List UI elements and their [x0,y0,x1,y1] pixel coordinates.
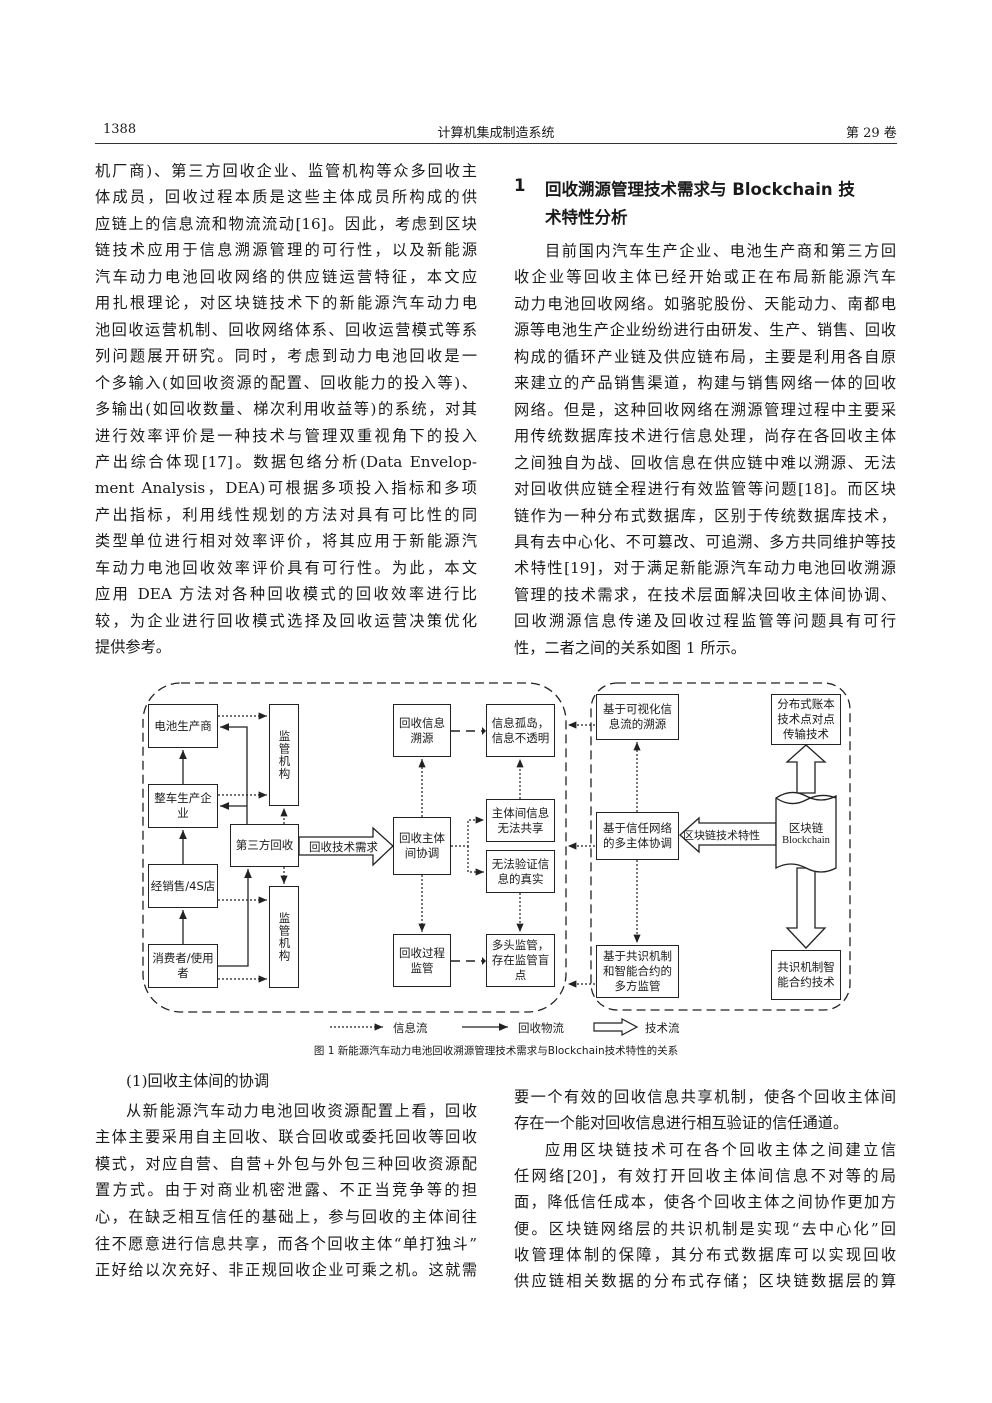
text-line: 产出指标，利用线性规划的方法对具有可比性的同 [95,505,477,524]
text-line: 来建立的产品销售渠道，构建与销售网络一体的回收 [514,374,896,393]
header-rule [95,143,897,144]
legend-tech-flow: 技术流 [645,1021,680,1035]
info-island-box: 信息孤岛，信息不透明 [486,704,555,757]
text-line: 机厂商)、第三方回收企业、监管机构等众多回收主 [95,162,477,180]
regulator-bottom-box: 监管机构 [269,886,299,988]
text-line: 较，为企业进行回收模式选择及回收运营决策优化 [95,611,477,630]
text-line: 源等电池生产企业纷纷进行由研发、生产、销售、回收 [514,321,896,340]
section-number: 1 [514,176,526,195]
text-line: 应用 DEA 方法对各种回收模式的回收效率进行比 [95,585,477,604]
tech-flow-arrows [298,744,837,949]
text-line: 要一个有效的回收信息共享机制，使各个回收主体间 [514,1088,896,1106]
page-number: 1388 [103,122,137,137]
vehicle-maker-box: 整车生产企业 [148,784,218,828]
text-line: 便。区块链网络层的共识机制是实现“去中心化”回 [514,1219,896,1238]
demand-arrow-label: 回收技术需求 [309,840,378,854]
regulator-top-box: 监管机构 [269,704,299,806]
text-line: 链作为一种分布式数据库，区别于传统数据库技术， [514,506,896,525]
text-line: 术特性[19]，对于满足新能源汽车动力电池回收溯源 [514,559,896,578]
multi-supervision-box: 多头监管，存在监管盲点 [486,934,555,987]
text-line: 收企业等回收主体已经开始或正在布局新能源汽车 [514,268,896,287]
text-line: 用传统数据库技术进行信息处理，尚存在各回收主体 [514,427,896,446]
text-line: 置方式。由于对商业机密泄露、不正当竞争等的担 [95,1181,477,1200]
problem-links [451,730,482,962]
blockchain-label-en: Blockchain [782,835,830,846]
text-line: 具有去中心化、不可篡改、可追溯、多方共同维护等技 [514,532,896,551]
no-share-box: 主体间信息无法共享 [486,799,555,842]
text-line: 体成员，回收过程本质是这些主体成员所构成的供 [95,188,477,207]
legend-info-flow: 信息流 [393,1021,428,1035]
battery-maker-box: 电池生产商 [148,704,218,748]
trace-box: 回收信息溯源 [393,704,451,757]
section-title-cont: 术特性分析 [545,208,628,227]
text-line: 应用区块链技术可在各个回收主体之间建立信 [545,1140,896,1159]
text-line: 应链上的信息流和物流流动[16]。因此，考虑到区块 [95,214,477,233]
text-line: 动力电池回收网络。如骆驼股份、天能动力、南都电 [514,294,896,313]
text-line: (1)回收主体间的协调 [126,1072,270,1090]
section-title: 回收溯源管理技术需求与 Blockchain 技 [545,180,855,199]
text-line: 供应链相关数据的分布式存储；区块链数据层的算 [514,1272,896,1291]
coordination-box: 回收主体间协调 [393,817,451,875]
text-line: 列问题展开研究。同时，考虑到动力电池回收是一 [95,347,477,366]
third-party-box: 第三方回收 [230,824,299,867]
text-line: 性，二者之间的关系如图 1 所示。 [514,638,746,657]
journal-title: 计算机集成制造系统 [437,126,555,141]
text-line: ment Analysis，DEA)可根据多项投入指标和多项 [95,479,477,498]
text-line: 池回收运营机制、回收网络体系、回收运营模式等系 [95,320,477,339]
text-line: 进行效率评价是一种技术与管理双重视角下的投入 [95,426,477,445]
volume-label: 第 29 卷 [846,126,897,141]
dealer-box: 经销售/4S店 [148,864,218,908]
legend-logistics: 回收物流 [518,1021,564,1035]
no-verify-box: 无法验证信息的真实 [486,850,555,893]
text-line: 模式，对应自营、自营+外包与外包三种回收资源配 [95,1154,477,1173]
blockchain-label-cn: 区块链 [788,821,824,835]
text-line: 存在一个能对回收信息进行相互验证的信任通道。 [514,1114,849,1133]
consensus-tech-box: 共识机制智能合约技术 [771,950,841,1000]
text-line: 往不愿意进行信息共享，而各个回收主体“单打独斗” [95,1234,477,1253]
text-line: 收管理体制的保障，其分布式数据库可以实现回收 [514,1245,896,1264]
text-line: 心，在缺乏相互信任的基础上，参与回收的主体间往 [95,1208,477,1226]
text-line: 用扎根理论，对区块链技术下的新能源汽车动力电 [95,294,477,313]
text-line: 之间独自为战、回收信息在供应链中难以溯源、无法 [514,453,896,472]
text-line: 构成的循环产业链及供应链布局，主要是利用各自原 [514,347,896,366]
text-line: 面，降低信任成本，使各个回收主体之间协作更加方 [514,1193,896,1212]
text-line: 目前国内汽车生产企业、电池生产商和第三方回 [545,242,896,260]
text-line: 网络。但是，这种回收网络在溯源管理过程中主要采 [514,400,896,419]
text-line: 从新能源汽车动力电池回收资源配置上看，回收 [126,1101,477,1120]
text-line: 车动力电池回收效率评价具有可行性。为此，本文 [95,558,477,577]
trust-network-box: 基于信任网络的多主体协调 [596,812,679,860]
up-tech-arrow [785,744,827,794]
text-line: 正好给以次充好、非正规回收企业可乘之机。这就需 [95,1261,477,1280]
down-tech-arrow [785,867,827,949]
text-line: 管理的技术需求，在技术层面解决回收主体间协调、 [514,585,896,604]
text-line: 链技术应用于信息溯源管理的可行性，以及新能源 [95,241,477,260]
figure-caption: 图 1 新能源汽车动力电池回收溯源管理技术需求与Blockchain技术特性的关… [313,1045,679,1057]
process-supervision-box: 回收过程监管 [393,934,451,987]
text-line: 类型单位进行相对效率评价，将其应用于新能源汽 [95,532,477,551]
text-line: 对回收供应链全程进行有效监管等问题[18]。而区块 [514,480,896,499]
ledger-box: 分布式账本技术点对点传输技术 [771,694,841,745]
text-line: 回收溯源信息传递及回收过程监管等问题具有可行 [514,612,896,631]
text-line: 多输出(如回收数量、梯次利用收益等)的系统，对其 [95,400,477,419]
text-line: 汽车动力电池回收网络的供应链运营特征，本文应 [95,267,477,286]
visual-trace-box: 基于可视化信息流的溯源 [596,694,679,740]
features-arrow-label: 区块链技术特性 [683,829,760,842]
text-line: 任网络[20]，有效打开回收主体间信息不对等的局 [514,1166,896,1185]
consensus-supervision-box: 基于共识机制和智能合约的多方监管 [596,945,679,998]
legend-marks [330,1018,639,1036]
text-line: 个多输入(如回收资源的配置、回收能力的投入等)、 [95,373,477,392]
text-line: 产出综合体现[17]。数据包络分析(Data Envelop- [95,452,477,471]
consumer-box: 消费者/使用者 [148,944,218,988]
text-line: 提供参考。 [95,638,171,657]
text-line: 主体主要采用自主回收、联合回收或委托回收等回收 [95,1128,477,1147]
